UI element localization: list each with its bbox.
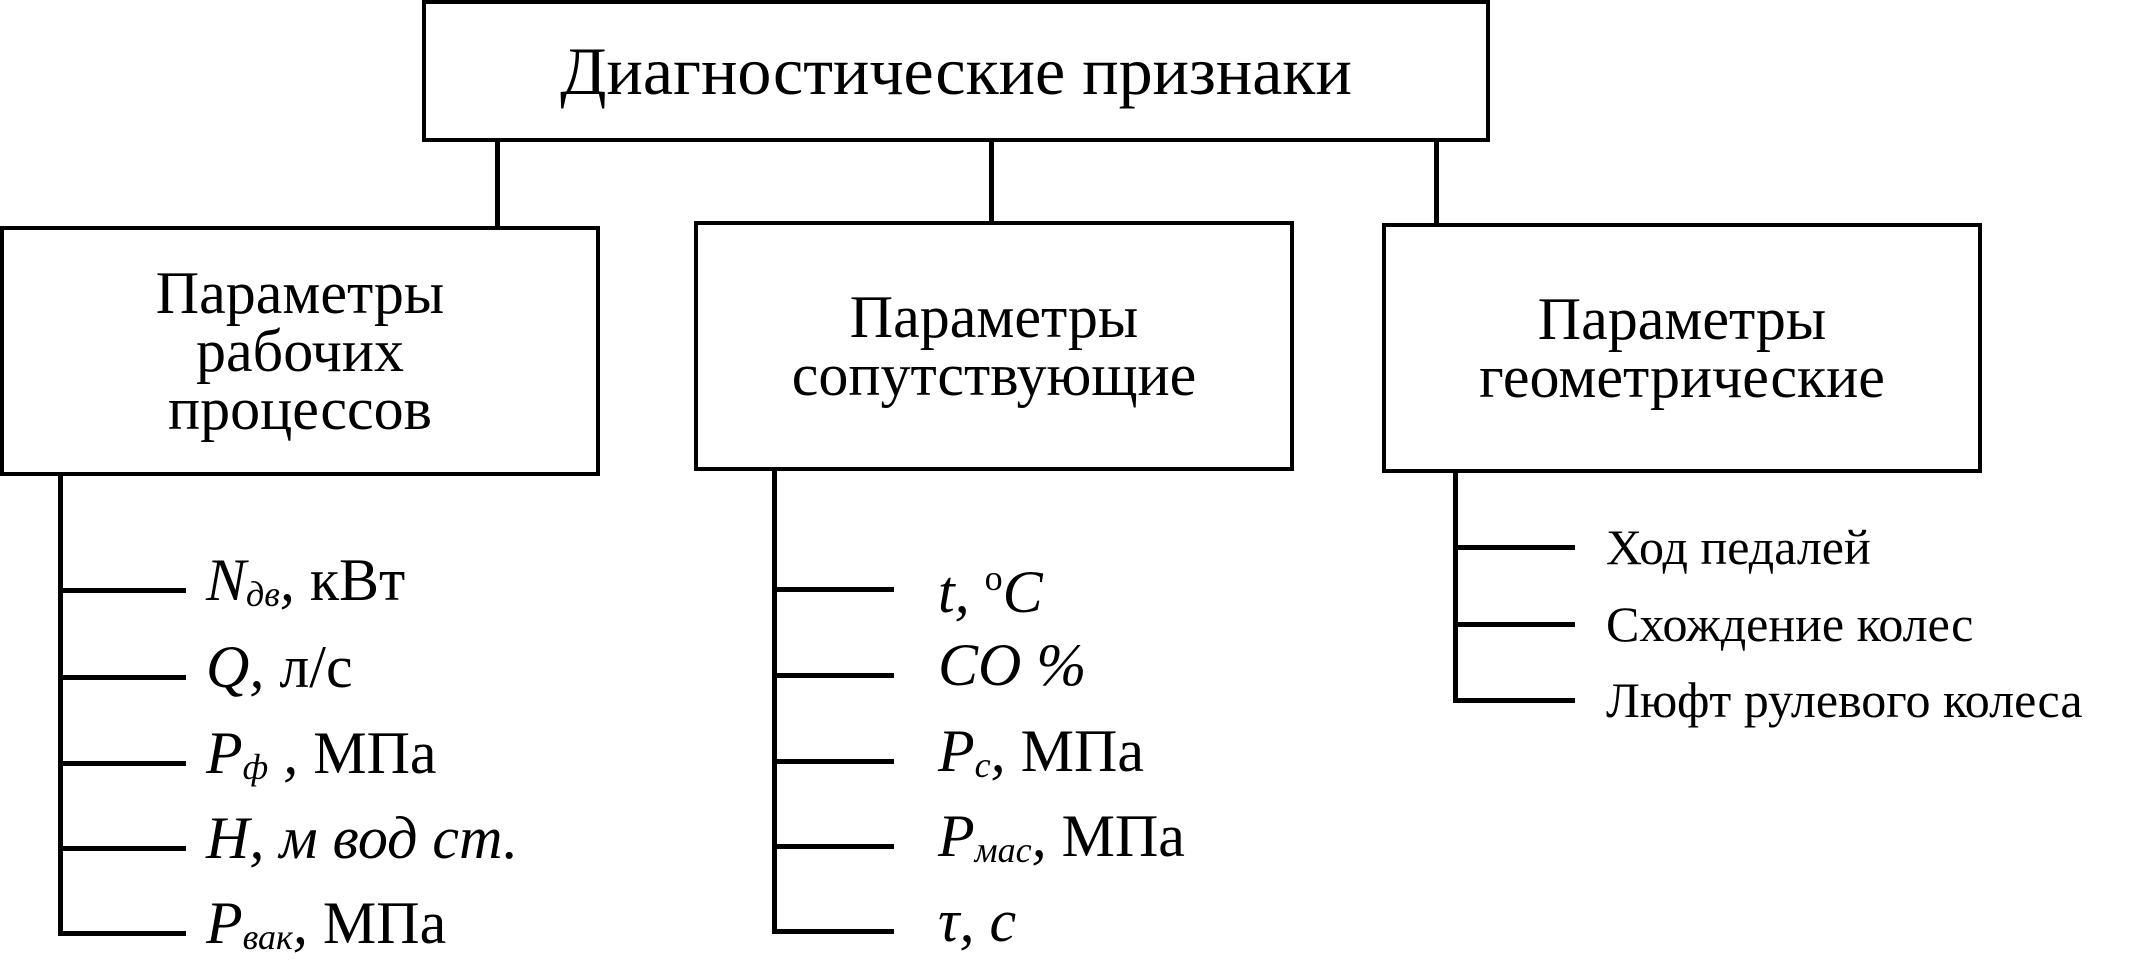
branch [58,588,186,593]
param-symbol: N [206,547,247,613]
category-geometric: Параметры геометрические [1382,223,1982,473]
category-work-processes: Параметры рабочих процессов [0,226,600,476]
param-separator: , [268,720,299,786]
category-label-line: рабочих [196,318,404,384]
trunk-cat2 [772,469,777,934]
param-symbol: H, м вод ст. [206,805,519,871]
branch [58,675,186,680]
param-separator: , [279,547,295,613]
trunk-cat3 [1453,471,1458,703]
branch [772,929,894,934]
param-subscript: c [974,745,991,785]
param-item: Pc, МПа [938,721,1144,795]
param-subscript: дв [246,574,280,614]
category-accompanying: Параметры сопутствующие [694,221,1294,471]
param-separator: , [1031,803,1047,869]
param-item: CO % [938,635,1086,695]
branch [58,761,186,766]
param-symbol: Q [206,634,250,700]
param-symbol: P [938,718,975,784]
category-label-line: процессов [168,376,432,442]
geometric-item: Ход педалей [1606,519,1871,575]
param-symbol: CO % [938,632,1087,698]
branch [1453,545,1575,550]
param-symbol: P [206,720,243,786]
param-item: Pмас, МПа [938,806,1185,880]
param-unit: л/с [264,634,353,700]
trunk-cat1 [58,474,63,936]
param-subscript: ф [242,747,269,787]
category-label-line: сопутствующие [791,342,1197,408]
category-label-line: геометрические [1479,344,1885,410]
param-separator: , [990,718,1006,784]
param-item: Pвак, МПа [206,893,446,967]
param-subscript: вак [242,917,293,957]
param-separator: , [249,634,265,700]
branch [772,587,894,592]
connector-root-cat1 [495,140,500,228]
geometric-item: Схождение колес [1606,596,1974,652]
param-item: Pф , МПа [206,723,437,797]
category-label-line: Параметры [155,260,445,326]
param-symbol: P [938,803,975,869]
category-label-line: Параметры [849,284,1139,350]
param-item: Q, л/с [206,637,353,697]
param-symbol: τ, c [938,888,1017,954]
branch [772,673,894,678]
param-unit: кВт [294,547,406,613]
param-unit: МПа [307,890,447,956]
param-unit: МПа [1046,803,1185,869]
param-superscript: o [984,558,1003,598]
branch [58,846,186,851]
param-item: Nдв, кВт [206,550,405,624]
branch [1453,698,1575,703]
connector-root-cat3 [1434,140,1439,225]
branch [58,931,186,936]
param-unit: МПа [1005,718,1144,784]
param-symbol: P [206,890,243,956]
param-item: H, м вод ст. [206,808,518,868]
branch [772,759,894,764]
param-subscript: мас [974,830,1032,870]
param-item: t, oC [938,548,1043,622]
category-label-line: Параметры [1537,286,1827,352]
branch [772,844,894,849]
param-separator: , [292,890,308,956]
param-unit: МПа [298,720,437,786]
geometric-item: Люфт рулевого колеса [1606,672,2083,728]
branch [1453,622,1575,627]
param-symbol: t, [938,559,985,625]
connector-root-cat2 [989,140,994,223]
param-symbol: C [1002,559,1043,625]
root-label: Диагностические признаки [560,32,1352,109]
param-item: τ, c [938,891,1016,951]
root-node: Диагностические признаки [422,0,1490,142]
